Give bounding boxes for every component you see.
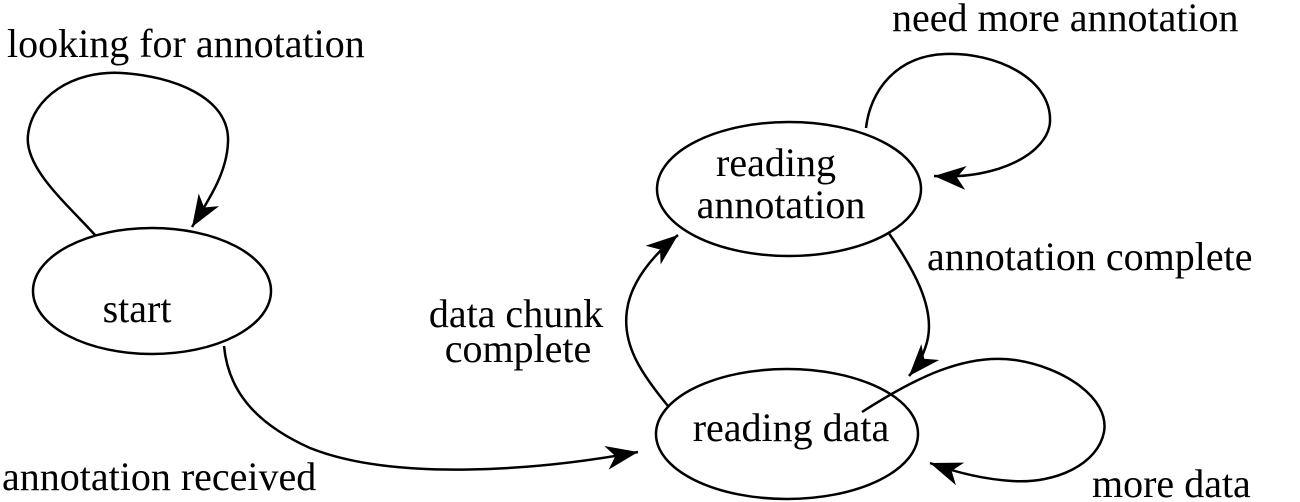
transition-curve-annotation-complete xyxy=(886,231,940,377)
state-ellipse-reading-annotation xyxy=(655,120,923,258)
transition-label-annotation-complete: annotation complete xyxy=(927,234,1252,279)
transition-label-more-data: more data xyxy=(1092,461,1251,502)
transition-curve-data-chunk-complete xyxy=(624,234,679,407)
transition-label-looking-for-annotation: looking for annotation xyxy=(7,21,365,66)
state-label-reading-annotation-line2: annotation xyxy=(697,182,866,227)
state-ellipse-start xyxy=(31,226,273,356)
transition-curve-annotation-received xyxy=(222,345,639,471)
transition-curve-looking-for-annotation xyxy=(26,71,230,236)
state-label-reading-annotation-line1: reading xyxy=(716,140,836,185)
transition-curve-need-more-annotation xyxy=(864,52,1052,190)
transition-label-annotation-received: annotation received xyxy=(2,454,316,499)
transition-label-data-chunk-complete-line1: data chunk xyxy=(429,291,603,336)
transition-label-data-chunk-complete-line2: complete xyxy=(445,326,592,371)
transition-label-need-more-annotation: need more annotation xyxy=(892,0,1239,40)
state-label-reading-data: reading data xyxy=(693,405,890,450)
state-label-start: start xyxy=(103,286,172,331)
transition-curve-more-data xyxy=(861,357,1106,486)
state-ellipse-reading-data xyxy=(654,367,920,501)
